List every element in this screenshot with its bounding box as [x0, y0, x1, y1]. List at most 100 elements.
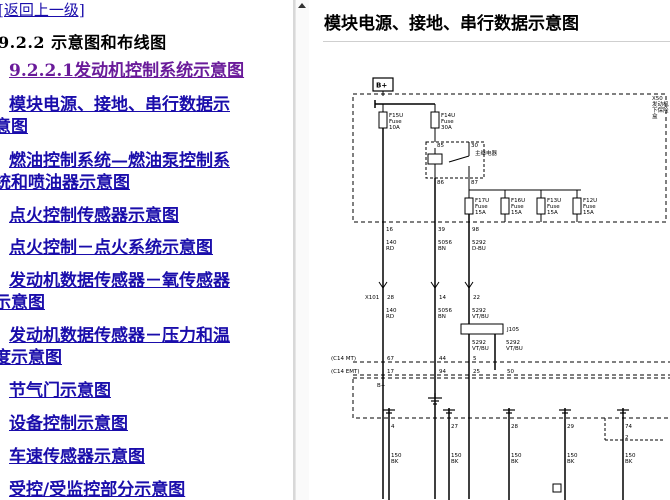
nav-link-ignition-sensors[interactable]: 点火控制传感器示意图 — [9, 206, 179, 226]
wiring-diagram: B+ X50 发动机 下保险 盒 F15U Fuse 10A F14U Fuse… — [331, 77, 670, 500]
fuse-f12u-icon — [572, 197, 582, 215]
frame-divider[interactable] — [293, 0, 295, 500]
fuse-f13u-type: Fuse — [547, 204, 560, 210]
ecm-box — [352, 377, 670, 419]
gnd-wire-c-color: BK — [511, 459, 519, 465]
mid-wire-5292-color: VT/BU — [472, 314, 489, 320]
content-pane: 模块电源、接地、串行数据示意图 — [309, 0, 670, 500]
fuse-f14u-rating: 30A — [441, 125, 452, 131]
fuse-f15u-rating: 10A — [389, 125, 400, 131]
page-title: 模块电源、接地、串行数据示意图 — [324, 14, 579, 34]
fuse-f16u-icon — [500, 197, 510, 215]
nav-link-engine-control[interactable]: 9.2.2.1发动机控制系统示意图 — [9, 61, 245, 81]
j-wire-a-num: 5292 — [472, 340, 486, 346]
wire-5292-color: D-BU — [472, 246, 486, 252]
wire-5056-color: BN — [438, 246, 446, 252]
relay-pin-86: 86 — [437, 180, 444, 186]
gnd-wire-a-color: BK — [391, 459, 399, 465]
nav-link-fuel-control-line1[interactable]: 燃油控制系统—燃油泵控制系 — [9, 151, 230, 171]
bplus-label: B+ — [376, 82, 387, 90]
j-wire-b-num: 5292 — [506, 340, 520, 346]
nav-link-module-power-line2[interactable]: 意图 — [0, 117, 28, 137]
gnd-pin-74: 74 — [625, 424, 632, 430]
c14emt-pin-17: 17 — [387, 369, 394, 375]
right-pin-2: 2 — [625, 435, 629, 441]
mid-wire-140-color: RD — [386, 314, 394, 320]
x101-pin-22: 22 — [473, 295, 480, 301]
gnd-wire-c-num: 150 — [511, 453, 522, 459]
fuse-f17u-id: F17U — [475, 198, 489, 204]
gnd-wire-d-color: BK — [567, 459, 575, 465]
nav-link-device-control[interactable]: 设备控制示意图 — [9, 414, 128, 434]
nav-link-controlled-parts[interactable]: 受控/受监控部分示意图 — [9, 480, 186, 500]
gnd-pin-29: 29 — [567, 424, 574, 430]
relay-pin-30: 30 — [471, 143, 478, 149]
wire-140-color: RD — [386, 246, 394, 252]
nav-link-module-power-line1[interactable]: 模块电源、接地、串行数据示 — [9, 95, 230, 115]
nav-link-o2-sensor-line2[interactable]: 示意图 — [0, 293, 45, 313]
fuse-f17u-type: Fuse — [475, 204, 488, 210]
fuse-f14u-type: Fuse — [441, 119, 454, 125]
nav-link-ignition-system[interactable]: 点火控制－点火系统示意图 — [9, 238, 213, 258]
c14mt-pin-67: 67 — [387, 356, 394, 362]
c14emt-pin-25: 25 — [473, 369, 480, 375]
x50-label: X50 — [652, 96, 663, 102]
gnd-wire-b-num: 150 — [451, 453, 462, 459]
x50-label-line2: 发动机 — [652, 100, 669, 108]
gnd-pin-4: 4 — [391, 424, 395, 430]
fuse-f12u-id: F12U — [583, 198, 597, 204]
c14mt-pin-5: 5 — [473, 356, 477, 362]
fuse-f14u-id: F14U — [441, 113, 455, 119]
relay-label: 主继电器 — [475, 149, 498, 157]
fuse-f17u-icon — [464, 197, 474, 215]
scroll-up-arrow-icon[interactable] — [298, 3, 306, 8]
pin-39: 39 — [438, 227, 445, 233]
title-divider — [323, 41, 670, 42]
fuse-f16u-rating: 15A — [511, 210, 522, 216]
back-link[interactable]: [返回上一级] — [0, 1, 85, 19]
j105-splice — [460, 323, 504, 335]
c14mt-label: (C14 MT) — [331, 356, 356, 362]
nav-link-pressure-temp-line1[interactable]: 发动机数据传感器－压力和温 — [9, 326, 230, 346]
fuse-f13u-id: F13U — [547, 198, 561, 204]
nav-link-throttle[interactable]: 节气门示意图 — [9, 381, 111, 401]
nav-link-vehicle-speed[interactable]: 车速传感器示意图 — [9, 447, 145, 467]
gnd-pin-27: 27 — [451, 424, 458, 430]
fuse-f15u-id: F15U — [389, 113, 403, 119]
fuse-f12u-type: Fuse — [583, 204, 596, 210]
x50-fuse-box — [352, 93, 667, 223]
wire-140-num: 140 — [386, 240, 397, 246]
gnd-pin-28: 28 — [511, 424, 518, 430]
relay-coil-icon — [427, 153, 443, 165]
fuse-f16u-id: F16U — [511, 198, 525, 204]
c14mt-pin-44: 44 — [439, 356, 446, 362]
gnd-wire-b-color: BK — [451, 459, 459, 465]
x50-label-line4: 盒 — [652, 112, 658, 120]
ecm-bplus-label: B+ — [377, 383, 386, 389]
mid-wire-5056-num: 5056 — [438, 308, 452, 314]
j-wire-b-color: VT/BU — [506, 346, 523, 352]
gnd-wire-e-color: BK — [625, 459, 633, 465]
x101-label: X101 — [365, 295, 379, 301]
fuse-f13u-icon — [536, 197, 546, 215]
gnd-wire-d-num: 150 — [567, 453, 578, 459]
vertical-scrollbar[interactable] — [295, 0, 309, 500]
gnd-wire-a-num: 150 — [391, 453, 402, 459]
fuse-f12u-rating: 15A — [583, 210, 594, 216]
fuse-f15u-icon — [378, 111, 388, 129]
nav-link-fuel-control-line2[interactable]: 统和喷油器示意图 — [0, 173, 130, 193]
wire-5056-num: 5056 — [438, 240, 452, 246]
x101-pin-28: 28 — [387, 295, 394, 301]
c14emt-label: (C14 EMT) — [331, 369, 359, 375]
wire-5292-num: 5292 — [472, 240, 486, 246]
fuse-f17u-rating: 15A — [475, 210, 486, 216]
mid-wire-140-num: 140 — [386, 308, 397, 314]
gnd-wire-e-num: 150 — [625, 453, 636, 459]
relay-pin-87: 87 — [471, 180, 478, 186]
fuse-f13u-rating: 15A — [547, 210, 558, 216]
fuse-f15u-type: Fuse — [389, 119, 402, 125]
nav-link-o2-sensor-line1[interactable]: 发动机数据传感器－氧传感器 — [9, 271, 230, 291]
j-wire-a-color: VT/BU — [472, 346, 489, 352]
nav-link-pressure-temp-line2[interactable]: 度示意图 — [0, 348, 62, 368]
fuse-f16u-type: Fuse — [511, 204, 524, 210]
